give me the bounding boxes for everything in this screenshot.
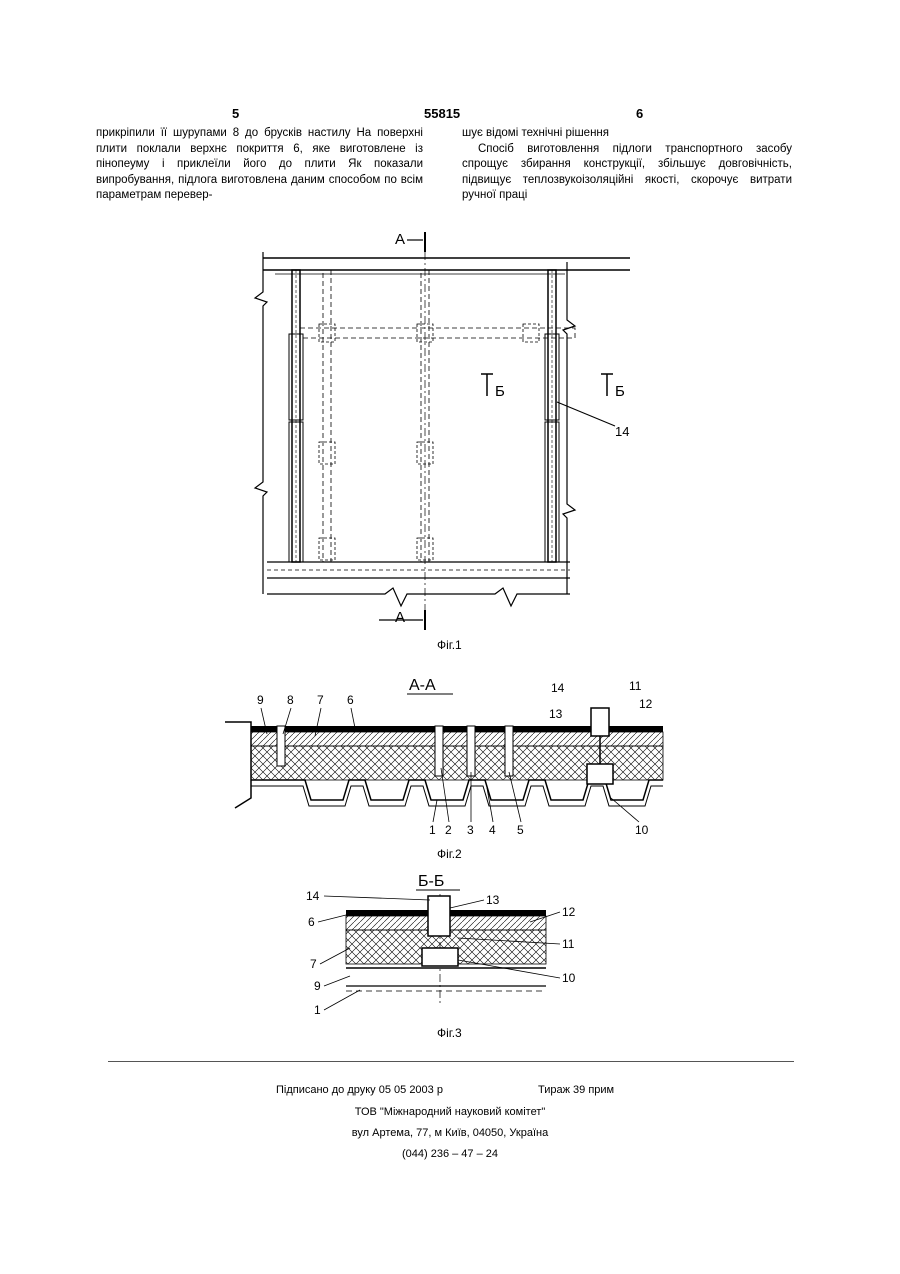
label-14: 14 [306, 889, 320, 903]
label-6: 6 [347, 693, 354, 707]
footer-phone: (044) 236 – 47 – 24 [0, 1148, 900, 1160]
section-marker-bottom: А [395, 609, 405, 626]
paragraph: прикріпили її шурупами 8 до брусків наст… [96, 126, 423, 204]
label-4: 4 [489, 823, 496, 837]
label-1: 1 [314, 1003, 321, 1017]
label-7: 7 [317, 693, 324, 707]
label-11: 11 [562, 937, 575, 951]
label-10: 10 [635, 823, 649, 837]
figure-3-drawing: Б-Б 14 13 12 6 11 7 10 9 1 [300, 868, 590, 1023]
label-1: 1 [429, 823, 436, 837]
paragraph: Спосіб виготовлення підлоги транспортног… [462, 142, 792, 204]
footer-address: вул Артема, 77, м Київ, 04050, Україна [0, 1127, 900, 1139]
footer-signed-date: Підписано до друку 05 05 2003 р [276, 1084, 443, 1096]
label-13: 13 [549, 707, 563, 721]
label-14: 14 [615, 424, 629, 439]
label-3: 3 [467, 823, 474, 837]
label-13: 13 [486, 893, 500, 907]
figure-3-title: Б-Б [418, 873, 444, 890]
label-12: 12 [562, 905, 576, 919]
label-12: 12 [639, 697, 653, 711]
paragraph: шує відомі технічні рішення [462, 126, 792, 142]
page-number-right: 6 [636, 106, 643, 121]
section-marker-b-left: Б [495, 383, 505, 400]
label-9: 9 [257, 693, 264, 707]
text-column-right: шує відомі технічні рішення Спосіб вигот… [462, 126, 792, 204]
section-marker-b-right: Б [615, 383, 625, 400]
label-8: 8 [287, 693, 294, 707]
figure-2-title: А-А [409, 677, 436, 694]
figure-1-drawing: А А Б Б 14 [245, 222, 645, 632]
text-column-left: прикріпили її шурупами 8 до брусків наст… [96, 126, 423, 204]
document-number: 55815 [424, 106, 460, 121]
footer-divider [108, 1061, 794, 1062]
footer-organization: ТОВ "Міжнародний науковий комітет" [0, 1106, 900, 1118]
figure-1-caption: Фіг.1 [437, 638, 462, 652]
figure-2-caption: Фіг.2 [437, 847, 462, 861]
label-9: 9 [314, 979, 321, 993]
section-marker-top: А [395, 231, 405, 248]
label-11: 11 [629, 679, 642, 693]
label-14: 14 [551, 681, 565, 695]
label-10: 10 [562, 971, 576, 985]
page-number-left: 5 [232, 106, 239, 121]
label-7: 7 [310, 957, 317, 971]
figure-3-caption: Фіг.3 [437, 1026, 462, 1040]
label-2: 2 [445, 823, 452, 837]
label-6: 6 [308, 915, 315, 929]
figure-2-drawing: А-А 9 8 7 6 14 13 11 12 1 2 3 4 5 10 [215, 668, 670, 843]
label-5: 5 [517, 823, 524, 837]
footer-print-run: Тираж 39 прим [538, 1084, 614, 1096]
